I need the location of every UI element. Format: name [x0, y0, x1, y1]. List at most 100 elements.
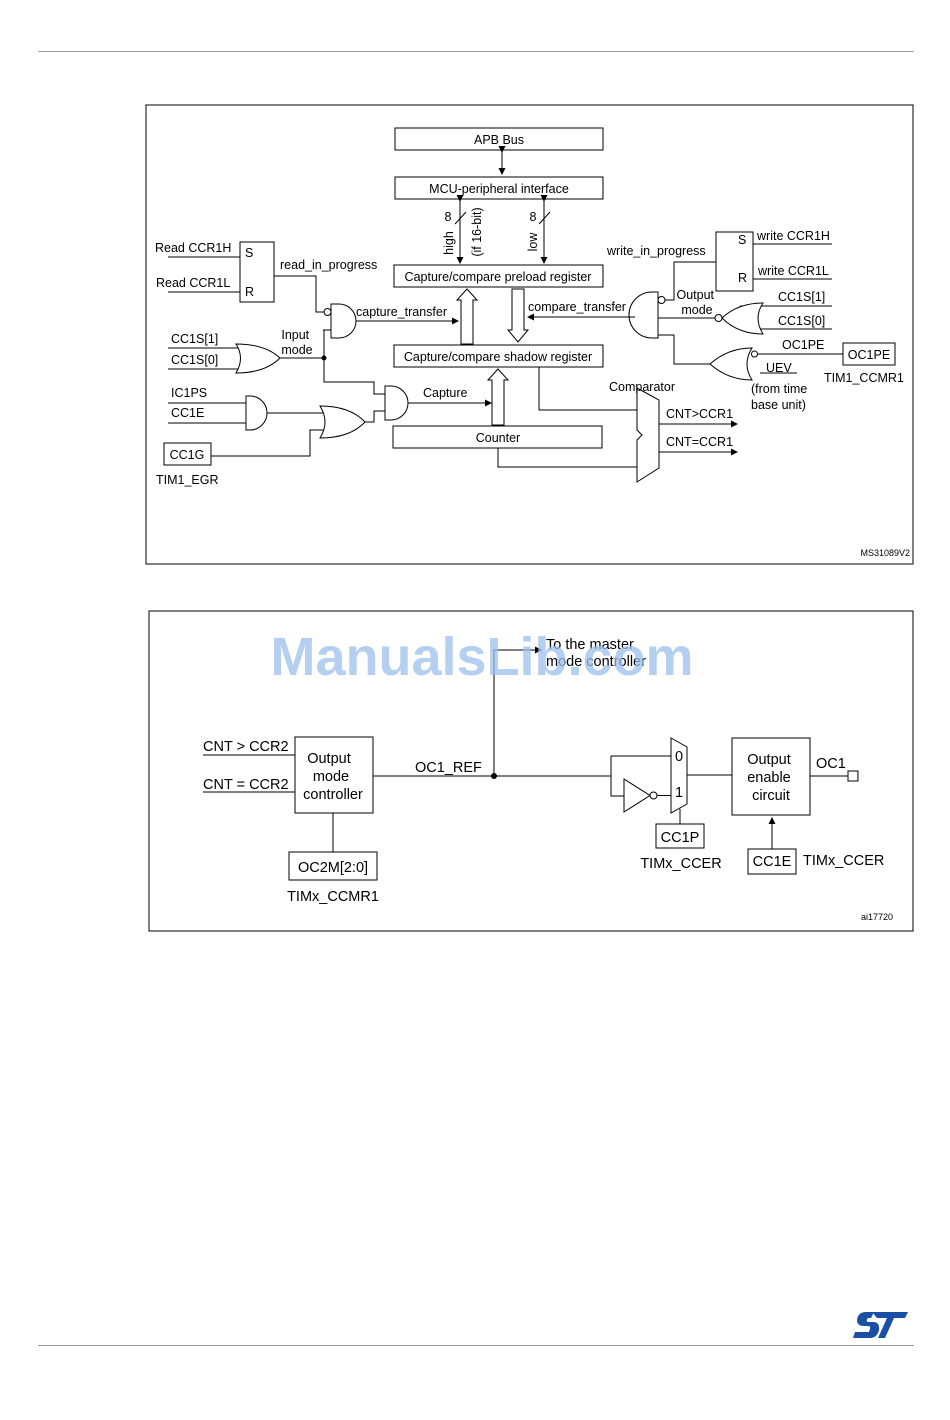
read-in-progress-wire — [274, 275, 324, 313]
ic1ps-label: IC1PS — [171, 386, 207, 400]
input-mode-to-capture-gate — [323, 358, 385, 395]
mcu-interface-box — [394, 176, 604, 200]
or-to-capture-and — [365, 410, 385, 423]
mcu-interface-label: MCU-peripheral interface — [429, 182, 569, 196]
from-time-base-line-1: (from time — [751, 382, 807, 396]
comparator-shape — [636, 387, 660, 483]
mux-0-label: 0 — [675, 749, 683, 765]
read-latch-s: S — [245, 246, 253, 260]
cc1s1-left-label: CC1S[1] — [171, 332, 218, 346]
output-mode-controller-box — [294, 736, 374, 814]
bus-low-width: 8 — [530, 210, 537, 224]
uev-to-compare-wire — [658, 334, 710, 365]
output-mode-nor-gate — [721, 302, 764, 335]
cc1s0-left-label: CC1S[0] — [171, 353, 218, 367]
cc1e-box — [747, 848, 797, 875]
read-latch-r: R — [245, 285, 254, 299]
cnt-gt-ccr1-label: CNT>CCR1 — [666, 407, 733, 421]
capture-hollow-arrow — [455, 288, 479, 345]
to-master-line-1: To the master — [546, 637, 634, 653]
oc1-pin — [847, 770, 859, 782]
oc1pe-box-label: OC1PE — [848, 348, 890, 362]
compare-transfer-label: compare_transfer — [528, 300, 626, 314]
st-logo-t — [872, 1312, 908, 1338]
compare-transfer-and-gate — [628, 291, 659, 339]
output-mode-bubble — [714, 314, 723, 322]
cc1e-label: CC1E — [171, 406, 204, 420]
diagram1-frame — [145, 104, 914, 565]
shadow-to-comparator-wire — [538, 367, 637, 411]
capture-transfer-label: capture_transfer — [356, 305, 447, 319]
bus-high-label: high — [442, 231, 456, 255]
write-in-progress-wire — [665, 261, 716, 301]
counter-to-comparator-wire — [497, 448, 637, 468]
read-sr-latch — [239, 241, 275, 303]
counter-hollow-arrow — [486, 368, 510, 426]
footer-rule — [38, 1345, 914, 1346]
cc1g-wire — [211, 429, 326, 457]
read-ccr1l-label: Read CCR1L — [156, 276, 230, 290]
compare-hollow-arrow — [506, 288, 530, 343]
uev-or-gate — [709, 347, 753, 381]
output-enable-label: Output enable circuit — [747, 752, 795, 804]
preload-register-label: Capture/compare preload register — [405, 270, 592, 284]
capture-or-gate — [319, 405, 366, 439]
write-sr-latch — [715, 231, 754, 292]
diagram1-figure-id: MS31089V2 — [860, 548, 910, 558]
bus-if16-label: (if 16-bit) — [470, 207, 484, 256]
preload-register-box — [393, 264, 604, 288]
bus-high-width: 8 — [445, 210, 452, 224]
cc1g-label: CC1G — [170, 448, 205, 462]
from-time-base-line-2: base unit) — [751, 398, 806, 412]
input-mode-line-1: Input — [281, 328, 309, 342]
cnt-eq-ccr2-label: CNT = CCR2 — [203, 777, 289, 793]
tim1-ccmr1-label: TIM1_CCMR1 — [824, 371, 904, 385]
capture-and-gate — [384, 385, 409, 421]
oc2m-label: OC2M[2:0] — [298, 860, 368, 876]
st-logo — [853, 1312, 908, 1338]
inverter-input-wire — [610, 756, 624, 797]
input-mode-label: Input mode — [281, 328, 312, 357]
oe-line-2: enable — [747, 770, 791, 786]
cc1s1-right-label: CC1S[1] — [778, 290, 825, 304]
capture-transfer-and-gate — [330, 303, 357, 339]
read-ccr1h-label: Read CCR1H — [155, 241, 231, 255]
cnt-eq-ccr1-label: CNT=CCR1 — [666, 435, 733, 449]
shadow-register-box — [393, 344, 604, 368]
cnt-gt-ccr2-label: CNT > CCR2 — [203, 739, 289, 755]
to-master-wire — [493, 646, 542, 776]
cc1p-label: CC1P — [661, 830, 700, 846]
write-ccr1l-label: write CCR1L — [757, 264, 829, 278]
input-mode-line-2: mode — [281, 343, 312, 357]
cc1s0-right-label: CC1S[0] — [778, 314, 825, 328]
st-logo-s — [853, 1312, 880, 1338]
timx-ccmr1-label: TIMx_CCMR1 — [287, 889, 379, 905]
counter-label: Counter — [476, 431, 520, 445]
oc1pe-signal-label: OC1PE — [782, 338, 824, 352]
compare-inverter-bubble — [657, 296, 666, 304]
write-in-progress-label: write_in_progress — [606, 244, 706, 258]
header-rule — [38, 51, 914, 52]
input-mode-or-gate — [235, 343, 281, 374]
diagram2-frame — [148, 610, 914, 932]
cc1p-box — [655, 823, 705, 849]
omc-line-3: controller — [303, 787, 363, 803]
watermark: ManualsLib.com — [270, 627, 693, 687]
write-ccr1h-label: write CCR1H — [756, 229, 830, 243]
output-mode-line-2: mode — [681, 303, 712, 317]
cc1e-box-label: CC1E — [753, 854, 792, 870]
comparator-label: Comparator — [609, 380, 675, 394]
shadow-register-label: Capture/compare shadow register — [404, 350, 592, 364]
omc-line-2: mode — [313, 769, 349, 785]
write-latch-r: R — [738, 271, 747, 285]
uev-label: UEV — [766, 361, 792, 375]
tim1-egr-label: TIM1_EGR — [156, 473, 219, 487]
apb-bus-label: APB Bus — [474, 133, 524, 147]
output-mode-line-1: Output — [676, 288, 714, 302]
output-stage-diagram: CNT > CCR2 CNT = CCR2 Output mode contro… — [148, 610, 914, 932]
read-in-progress-label: read_in_progress — [280, 258, 377, 272]
mux-1-label: 1 — [675, 785, 683, 801]
capture-compare-channel-diagram: APB Bus MCU-peripheral interface 8 high … — [145, 104, 914, 565]
bus-low-slash — [538, 211, 551, 225]
